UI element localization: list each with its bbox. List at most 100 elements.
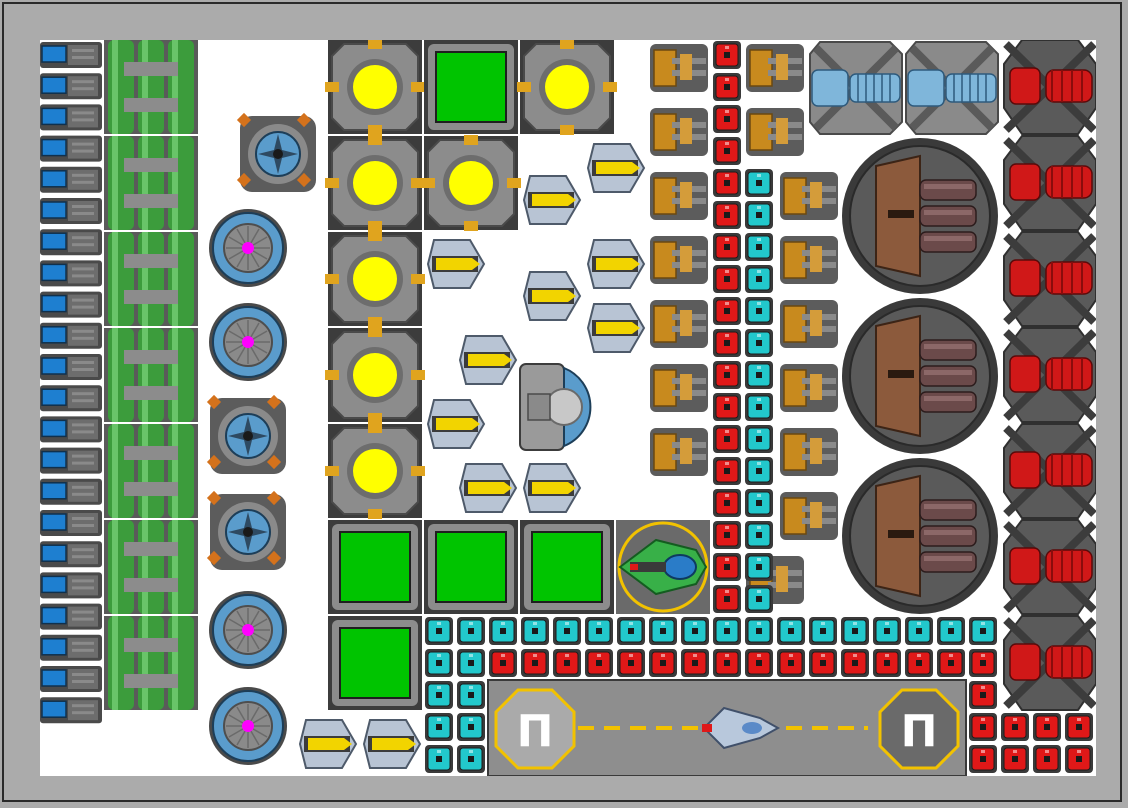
red-conduit-icon[interactable] xyxy=(809,649,837,677)
red-conduit-icon[interactable] xyxy=(1001,745,1029,773)
cyan-conduit-icon[interactable] xyxy=(681,617,709,645)
reactor-core-icon[interactable] xyxy=(325,327,425,423)
missile-launcher-icon[interactable] xyxy=(522,271,582,321)
battery-cell-icon[interactable] xyxy=(40,198,102,224)
cyan-conduit-icon[interactable] xyxy=(777,617,805,645)
red-conduit-icon[interactable] xyxy=(713,329,741,357)
coolant-tank-icon[interactable] xyxy=(905,41,999,135)
heavy-cannon-turret-icon[interactable] xyxy=(842,298,998,454)
cyan-conduit-icon[interactable] xyxy=(841,617,869,645)
red-conduit-icon[interactable] xyxy=(713,649,741,677)
autocannon-turret-icon[interactable] xyxy=(650,108,708,156)
red-conduit-icon[interactable] xyxy=(713,457,741,485)
shield-generator-icon[interactable] xyxy=(209,209,287,287)
battery-cell-icon[interactable] xyxy=(40,510,102,536)
autocannon-turret-icon[interactable] xyxy=(650,300,708,348)
red-conduit-icon[interactable] xyxy=(713,265,741,293)
heavy-cannon-turret-icon[interactable] xyxy=(842,458,998,614)
red-conduit-icon[interactable] xyxy=(713,425,741,453)
cyan-conduit-icon[interactable] xyxy=(745,361,773,389)
cyan-conduit-icon[interactable] xyxy=(873,617,901,645)
autocannon-turret-icon[interactable] xyxy=(780,236,838,284)
red-conduit-icon[interactable] xyxy=(969,681,997,709)
red-conduit-icon[interactable] xyxy=(713,521,741,549)
battery-cell-icon[interactable] xyxy=(40,572,102,599)
missile-launcher-icon[interactable] xyxy=(458,463,518,513)
cyan-conduit-icon[interactable] xyxy=(745,393,773,421)
autocannon-turret-icon[interactable] xyxy=(650,428,708,476)
cyan-conduit-icon[interactable] xyxy=(521,617,549,645)
cargo-storage-icon[interactable] xyxy=(424,520,518,614)
red-conduit-icon[interactable] xyxy=(905,649,933,677)
landing-pad-icon[interactable]: П xyxy=(878,688,960,770)
missile-launcher-icon[interactable] xyxy=(458,335,518,385)
red-conduit-icon[interactable] xyxy=(713,489,741,517)
red-conduit-icon[interactable] xyxy=(969,745,997,773)
coolant-tank-icon[interactable] xyxy=(809,41,903,135)
cargo-storage-icon[interactable] xyxy=(328,616,422,710)
missile-launcher-icon[interactable] xyxy=(586,303,646,353)
shield-generator-icon[interactable] xyxy=(209,303,287,381)
red-conduit-icon[interactable] xyxy=(489,649,517,677)
cyan-conduit-icon[interactable] xyxy=(745,617,773,645)
heavy-cannon-turret-icon[interactable] xyxy=(842,138,998,294)
cyan-conduit-icon[interactable] xyxy=(745,297,773,325)
cyan-conduit-icon[interactable] xyxy=(745,553,773,581)
battery-cell-icon[interactable] xyxy=(40,416,102,443)
cyan-conduit-icon[interactable] xyxy=(745,329,773,357)
autocannon-turret-icon[interactable] xyxy=(780,492,838,540)
red-conduit-icon[interactable] xyxy=(713,297,741,325)
cyan-conduit-icon[interactable] xyxy=(457,617,485,645)
cyan-conduit-icon[interactable] xyxy=(745,233,773,261)
cyan-conduit-icon[interactable] xyxy=(969,617,997,645)
cyan-conduit-icon[interactable] xyxy=(905,617,933,645)
battery-cell-icon[interactable] xyxy=(40,478,102,505)
red-conduit-icon[interactable] xyxy=(1065,713,1093,741)
battery-cell-icon[interactable] xyxy=(40,541,102,568)
shield-emitter-icon[interactable] xyxy=(206,490,286,570)
red-conduit-icon[interactable] xyxy=(713,201,741,229)
red-thruster-icon[interactable] xyxy=(1003,231,1096,327)
battery-cell-icon[interactable] xyxy=(40,447,102,474)
red-conduit-icon[interactable] xyxy=(617,649,645,677)
battery-cell-icon[interactable] xyxy=(40,354,102,380)
battery-cell-icon[interactable] xyxy=(40,135,102,162)
cyan-conduit-icon[interactable] xyxy=(457,713,485,741)
cyan-conduit-icon[interactable] xyxy=(489,617,517,645)
cyan-conduit-icon[interactable] xyxy=(457,745,485,773)
battery-cell-icon[interactable] xyxy=(40,229,102,256)
green-capacitor-icon[interactable] xyxy=(104,520,198,614)
cyan-conduit-icon[interactable] xyxy=(745,585,773,613)
autocannon-turret-icon[interactable] xyxy=(650,44,708,92)
red-conduit-icon[interactable] xyxy=(969,713,997,741)
shield-emitter-icon[interactable] xyxy=(206,394,286,474)
red-conduit-icon[interactable] xyxy=(713,41,741,69)
cyan-conduit-icon[interactable] xyxy=(745,425,773,453)
red-thruster-icon[interactable] xyxy=(1003,135,1096,231)
autocannon-turret-icon[interactable] xyxy=(650,236,708,284)
red-conduit-icon[interactable] xyxy=(713,169,741,197)
shuttle-ship-icon[interactable] xyxy=(702,706,781,750)
reactor-core-icon[interactable] xyxy=(517,40,617,135)
battery-cell-icon[interactable] xyxy=(40,291,102,318)
cyan-conduit-icon[interactable] xyxy=(425,617,453,645)
cargo-storage-icon[interactable] xyxy=(424,40,518,134)
cyan-conduit-icon[interactable] xyxy=(425,745,453,773)
battery-cell-icon[interactable] xyxy=(40,603,102,630)
autocannon-turret-icon[interactable] xyxy=(780,300,838,348)
shield-generator-icon[interactable] xyxy=(209,591,287,669)
green-capacitor-icon[interactable] xyxy=(104,232,198,326)
autocannon-turret-icon[interactable] xyxy=(650,364,708,412)
red-conduit-icon[interactable] xyxy=(521,649,549,677)
cyan-conduit-icon[interactable] xyxy=(745,457,773,485)
red-conduit-icon[interactable] xyxy=(1001,713,1029,741)
missile-launcher-icon[interactable] xyxy=(586,239,646,289)
cyan-conduit-icon[interactable] xyxy=(457,649,485,677)
missile-launcher-icon[interactable] xyxy=(362,719,422,769)
battery-cell-icon[interactable] xyxy=(40,322,102,349)
green-capacitor-icon[interactable] xyxy=(104,616,198,710)
missile-launcher-icon[interactable] xyxy=(586,143,646,193)
missile-launcher-icon[interactable] xyxy=(298,719,358,769)
